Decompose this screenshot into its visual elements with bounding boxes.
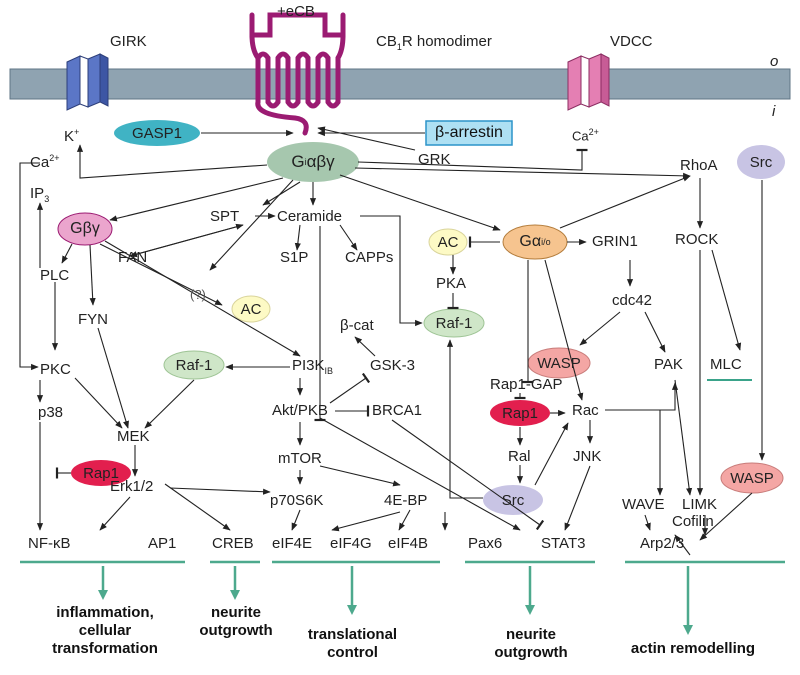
mtor-label: mTOR	[278, 450, 322, 467]
rap1gap-label: Rap1-GAP	[490, 376, 563, 393]
spt-label: SPT	[210, 208, 240, 225]
cdc42-label: cdc42	[612, 292, 653, 309]
eif4g-label: eIF4G	[330, 535, 372, 552]
mlc-label: MLC	[710, 356, 742, 373]
rap1-mid-node	[490, 400, 550, 426]
src-top-node	[737, 145, 785, 179]
unknown-link-label: (?)	[190, 287, 206, 302]
vdcc-label: VDCC	[610, 33, 653, 50]
ip3-label: IP3	[30, 185, 50, 205]
capps-label: CAPPs	[345, 249, 394, 266]
raf1-left-node	[163, 350, 225, 380]
src-mid-label: Src	[501, 491, 525, 509]
gasp1-label: GASP1	[131, 124, 183, 142]
outcome-inflammation: inflammation, cellular transformation	[52, 604, 158, 657]
eif4b-label: eIF4B	[388, 535, 429, 552]
brca1-label: BRCA1	[372, 402, 423, 419]
gi-abg-node	[267, 142, 359, 182]
fyn-label: FYN	[78, 311, 108, 328]
girk-label: GIRK	[110, 33, 147, 50]
rhoa-label: RhoA	[680, 157, 718, 174]
stat3-label: STAT3	[541, 535, 586, 552]
grin1-label: GRIN1	[592, 233, 638, 250]
raf1-left-label: Raf-1	[175, 356, 213, 374]
gbg-node	[57, 212, 113, 246]
ac-upper-label: AC	[437, 233, 459, 251]
pak-label: PAK	[654, 356, 683, 373]
raf1-mid-label: Raf-1	[435, 314, 473, 332]
plc-label: PLC	[40, 267, 70, 284]
wasp-mid-label: WASP	[537, 354, 581, 372]
ceramide-label: Ceramide	[277, 208, 343, 225]
outside-label: o	[770, 53, 779, 70]
rap1-left-label: Rap1	[83, 464, 119, 482]
rac-label: Rac	[572, 402, 599, 419]
k-ion-label: K+	[64, 127, 80, 145]
src-mid-node	[483, 485, 543, 515]
rock-label: ROCK	[675, 231, 719, 248]
wave-label: WAVE	[622, 496, 665, 513]
ral-label: Ral	[508, 448, 531, 465]
src-top-label: Src	[749, 153, 773, 171]
nfkb-label: NF-κB	[28, 535, 71, 552]
limk-label: LIMK	[682, 496, 718, 513]
creb-label: CREB	[212, 535, 254, 552]
outcome-neurite-1: neurite outgrowth	[199, 604, 273, 639]
ca-ion-left-label: Ca2+	[30, 153, 60, 171]
s1p-label: S1P	[280, 249, 309, 266]
outcome-markers	[20, 560, 785, 635]
4ebp-label: 4E-BP	[384, 492, 428, 509]
ca-ion-cell-label: Ca2+	[572, 127, 599, 144]
ligand-label: +eCB	[277, 3, 315, 20]
p38-label: p38	[38, 404, 64, 421]
akt-label: Akt/PKB	[272, 402, 328, 419]
outcome-translational: translational control	[307, 626, 398, 661]
vdcc-channel	[567, 53, 610, 111]
grk-label: GRK	[418, 151, 451, 168]
outcome-neurite-2: neurite outgrowth	[494, 626, 568, 661]
cofilin-label: Cofilin	[672, 513, 714, 530]
ac-lower-node	[231, 295, 271, 323]
gbg-label: Gβγ	[70, 220, 100, 237]
cb1-receptor	[249, 12, 346, 136]
arp-label: Arp2/3	[640, 535, 685, 552]
pkc-label: PKC	[40, 361, 71, 378]
bcat-label: β-cat	[340, 317, 374, 334]
rap1-left-node	[71, 460, 131, 486]
wasp-right-label: WASP	[730, 469, 774, 487]
b-arrestin-node	[425, 120, 513, 146]
erk-label: Erk1/2	[110, 478, 154, 495]
p70s6k-label: p70S6K	[270, 492, 324, 509]
fan-label: FAN	[118, 249, 148, 266]
mek-label: MEK	[117, 428, 150, 445]
rap1-mid-label: Rap1	[502, 404, 538, 422]
gasp1-node	[114, 120, 200, 146]
pka-label: PKA	[436, 275, 467, 292]
pathway-arrows	[19, 126, 766, 556]
jnk-label: JNK	[573, 448, 602, 465]
ac-lower-label: AC	[240, 300, 262, 318]
pi3k-label: PI3KIB	[292, 357, 334, 377]
plasma-membrane	[9, 68, 791, 100]
receptor-label: CB1R homodimer	[376, 33, 492, 53]
girk-channel	[66, 53, 109, 111]
ap1-label: AP1	[148, 535, 177, 552]
outcome-actin: actin remodelling	[630, 640, 756, 657]
inside-label: i	[772, 103, 776, 120]
ac-upper-node	[428, 228, 468, 256]
pax6-label: Pax6	[468, 535, 503, 552]
b-arrestin-label: β-arrestin	[435, 124, 503, 141]
gsk3-label: GSK-3	[370, 357, 416, 374]
eif4e-label: eIF4E	[272, 535, 313, 552]
